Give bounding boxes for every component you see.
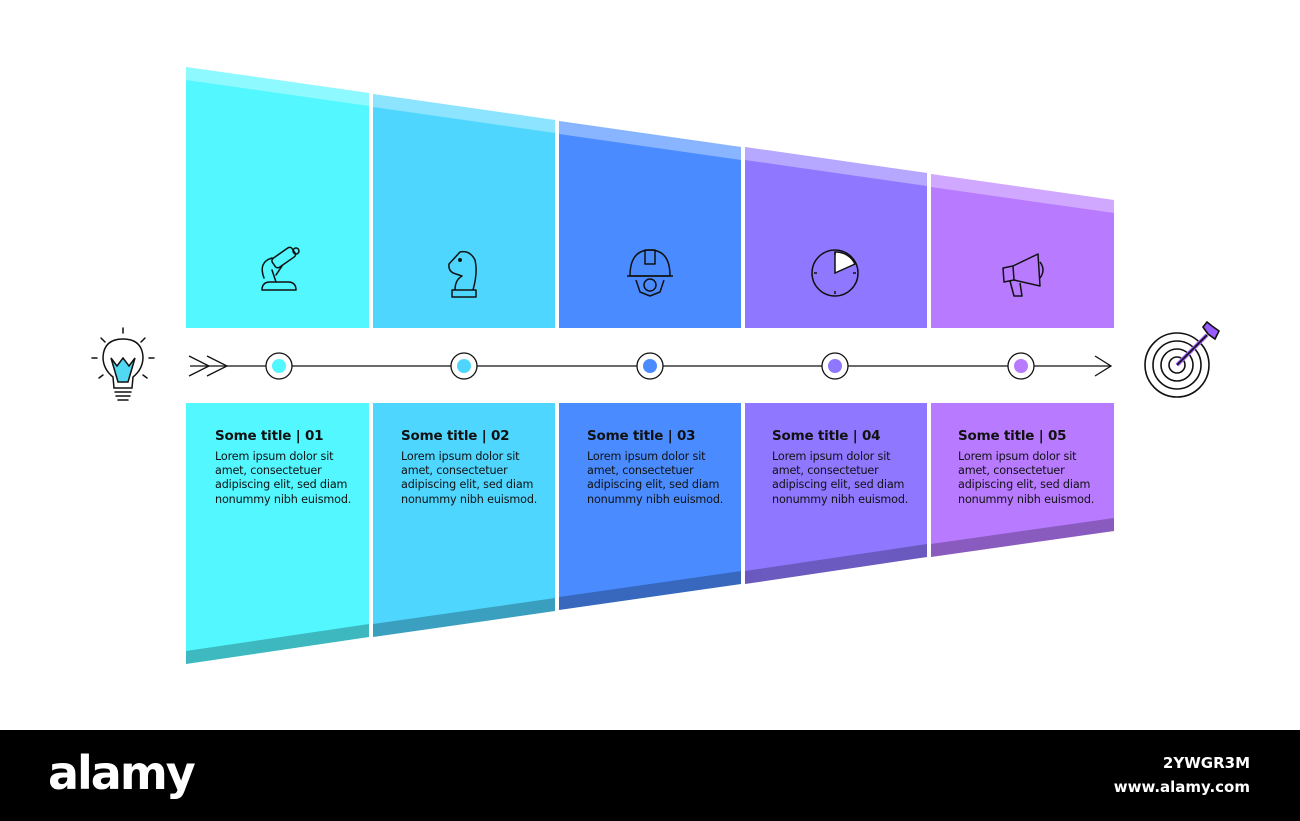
watermark-url: www.alamy.com [1113, 778, 1250, 796]
bottom-shadows [186, 518, 1114, 664]
step-2-body: Lorem ipsum dolor sit amet, consectetuer… [401, 450, 538, 506]
timeline-node-3 [636, 352, 664, 380]
step-4-title: Some title | 04 [772, 428, 881, 444]
timeline-node-4 [821, 352, 849, 380]
bottom-panel-4 [745, 403, 927, 584]
target-arrow-icon [1144, 320, 1221, 398]
step-4: Some title | 04 Lorem ipsum dolor sit am… [772, 428, 922, 507]
microscope-icon [261, 246, 300, 291]
timeline-node-5 [1007, 352, 1035, 380]
bottom-panels [186, 403, 1114, 664]
image-id-label: 2YWGR3M [1162, 754, 1250, 772]
bottom-panel-3 [559, 403, 741, 610]
infographic-canvas: Some title | 01 Lorem ipsum dolor sit am… [91, 67, 1221, 664]
alamy-logo: alamy [48, 746, 196, 800]
step-3-title: Some title | 03 [587, 428, 696, 444]
clock-icon [811, 249, 859, 297]
step-4-body: Lorem ipsum dolor sit amet, consectetuer… [772, 450, 909, 506]
step-1-title: Some title | 01 [215, 428, 324, 444]
watermark-footer: alamy 2YWGR3M www.alamy.com [0, 730, 1300, 821]
timeline-diagram [91, 67, 1221, 664]
megaphone-icon [1002, 253, 1044, 297]
step-5-body: Lorem ipsum dolor sit amet, consectetuer… [958, 450, 1095, 506]
timeline-node-2 [450, 352, 478, 380]
top-panel-2 [373, 94, 555, 328]
step-3-body: Lorem ipsum dolor sit amet, consectetuer… [587, 450, 724, 506]
top-panel-3 [559, 121, 741, 328]
step-2-title: Some title | 02 [401, 428, 510, 444]
top-panels [186, 67, 1114, 328]
chess-knight-icon [448, 250, 477, 298]
step-2: Some title | 02 Lorem ipsum dolor sit am… [401, 428, 551, 507]
bottom-panel-1 [186, 403, 369, 664]
step-3: Some title | 03 Lorem ipsum dolor sit am… [587, 428, 737, 507]
step-5-title: Some title | 05 [958, 428, 1067, 444]
top-highlights [186, 67, 1114, 213]
timeline-node-1 [265, 352, 293, 380]
top-panel-4 [745, 147, 927, 328]
helmet-gear-icon [627, 249, 673, 297]
step-1-body: Lorem ipsum dolor sit amet, consectetuer… [215, 450, 352, 506]
step-1: Some title | 01 Lorem ipsum dolor sit am… [215, 428, 365, 507]
step-5: Some title | 05 Lorem ipsum dolor sit am… [958, 428, 1108, 507]
lightbulb-icon [91, 327, 155, 401]
bottom-panel-2 [373, 403, 555, 637]
top-panel-1 [186, 67, 369, 328]
top-panel-5 [931, 174, 1114, 328]
bottom-panel-5 [931, 403, 1114, 557]
